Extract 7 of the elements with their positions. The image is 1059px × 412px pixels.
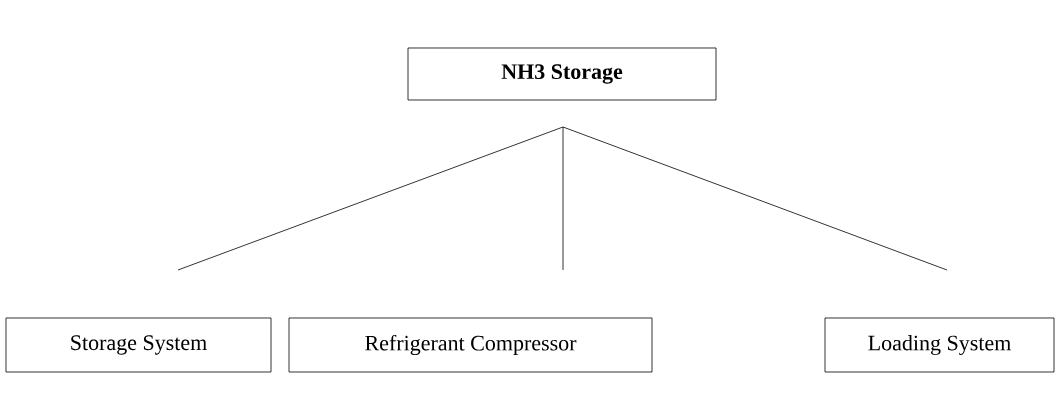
title-box: NH3 Storage (407, 47, 717, 101)
component-box: Loading System (824, 317, 1055, 373)
connector-line (562, 126, 564, 271)
component-box: Storage System (5, 317, 272, 373)
component-box: Refrigerant Compressor (288, 317, 653, 373)
connector-line (177, 126, 564, 271)
connector-line (562, 126, 948, 271)
